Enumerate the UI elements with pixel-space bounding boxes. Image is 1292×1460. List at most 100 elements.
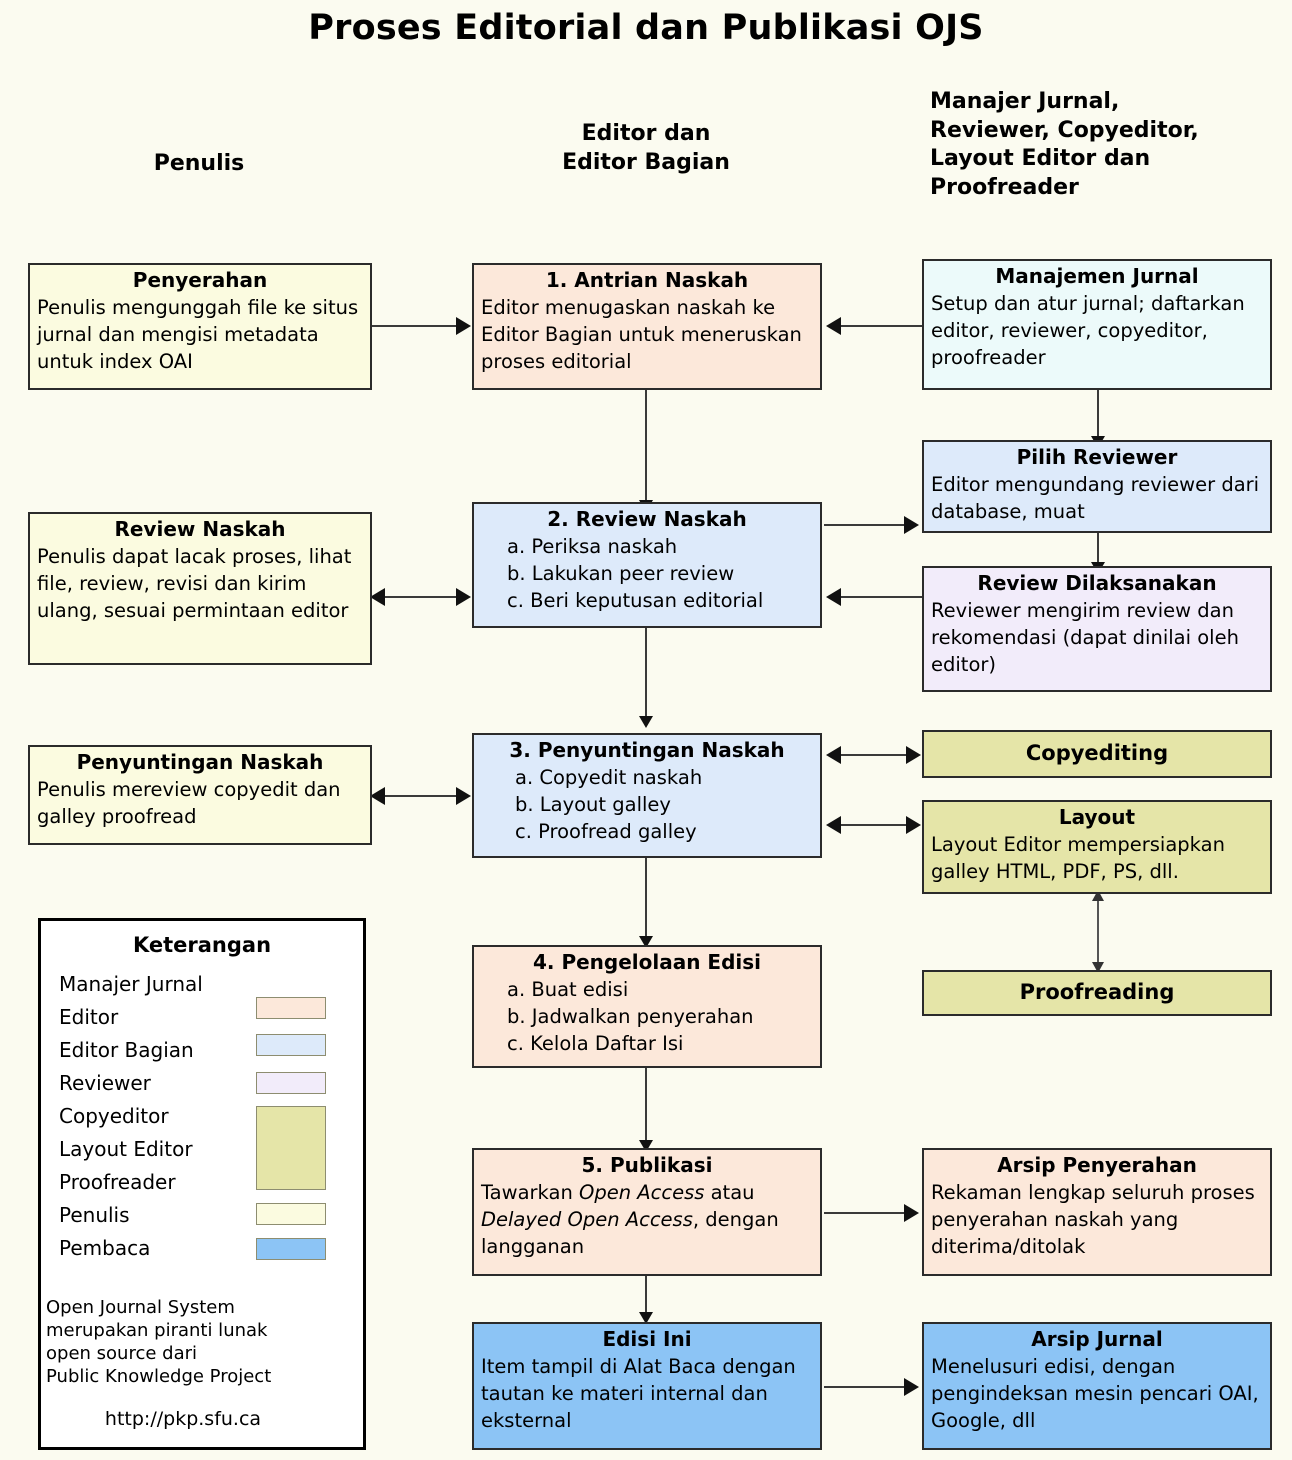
node-review-naskah-editor-item-b: b. Lakukan peer review (507, 561, 735, 585)
legend-label-editor: Editor (59, 1004, 119, 1029)
node-penyuntingan-naskah-editor-item-a: a. Copyedit naskah (515, 765, 703, 789)
node-review-naskah-editor-item-c: c. Beri keputusan editorial (507, 588, 764, 612)
node-antrian-naskah-body: Editor menugaskan naskah ke Editor Bagia… (481, 295, 802, 373)
connector-publication-to-current-issue (645, 1276, 647, 1318)
legend-swatch-pembaca (256, 1238, 326, 1260)
legend-row-manajer-jurnal: Manajer Jurnal (41, 967, 363, 1000)
node-antrian-naskah-title: 1. Antrian Naskah (545, 268, 749, 292)
connector-publication-to-archive-submission (824, 1212, 908, 1214)
legend-swatch-staff (256, 1106, 326, 1190)
node-pengelolaan-edisi-item-a: a. Buat edisi (507, 977, 629, 1001)
node-manajemen-jurnal-body: Setup dan atur jurnal; daftarkan editor,… (931, 291, 1245, 369)
arrowhead-right (456, 317, 471, 335)
node-publikasi-body: Tawarkan Open Access atau Delayed Open A… (481, 1180, 779, 1258)
connector-review-to-editing (645, 628, 647, 718)
arrowhead-right (904, 1378, 919, 1396)
connector-current-issue-to-archive (824, 1386, 908, 1388)
node-review-naskah-penulis[interactable]: Review Naskah Penulis dapat lacak proses… (28, 512, 372, 665)
node-publikasi[interactable]: 5. Publikasi Tawarkan Open Access atau D… (472, 1148, 822, 1276)
legend-title: Keterangan (132, 933, 272, 957)
legend-label-reviewer: Reviewer (59, 1070, 151, 1095)
node-copyediting-title: Copyediting (1025, 741, 1169, 766)
connector-editing-layout (840, 824, 910, 826)
column-header-author-label: Penulis (153, 151, 245, 176)
connector-management-to-select-reviewer (1097, 390, 1099, 440)
column-header-editor-label: Editor dan Editor Bagian (562, 121, 730, 175)
arrowhead-left (826, 317, 841, 335)
arrowhead-right (906, 746, 921, 764)
arrowhead-left (370, 588, 385, 606)
column-header-staff: Manajer Jurnal, Reviewer, Copyeditor, La… (930, 88, 1290, 202)
node-penyerahan[interactable]: Penyerahan Penulis mengunggah file ke si… (28, 263, 372, 390)
legend-label-layout-editor: Layout Editor (59, 1136, 193, 1161)
node-arsip-penyerahan-title: Arsip Penyerahan (997, 1153, 1197, 1177)
node-copyediting[interactable]: Copyediting (922, 730, 1272, 778)
node-edisi-ini[interactable]: Edisi Ini Item tampil di Alat Baca denga… (472, 1322, 822, 1450)
node-penyerahan-body: Penulis mengunggah file ke situs jurnal … (37, 295, 359, 373)
node-review-dilaksanakan-title: Review Dilaksanakan (977, 571, 1217, 595)
node-pengelolaan-edisi-item-c: c. Kelola Daftar Isi (507, 1031, 684, 1055)
node-manajemen-jurnal[interactable]: Manajemen Jurnal Setup dan atur jurnal; … (922, 259, 1272, 390)
node-review-naskah-editor[interactable]: 2. Review Naskah a. Periksa naskah b. La… (472, 502, 822, 628)
legend-row-proofreader: Proofreader (41, 1165, 363, 1198)
legend-rows: Manajer Jurnal Editor Editor Bagian Revi… (41, 967, 363, 1264)
node-layout-body: Layout Editor mempersiapkan galley HTML,… (931, 832, 1225, 883)
connector-editing-author (384, 795, 460, 797)
node-arsip-jurnal[interactable]: Arsip Jurnal Menelusuri edisi, dengan pe… (922, 1322, 1272, 1450)
node-pengelolaan-edisi-title: 4. Pengelolaan Edisi (532, 950, 762, 974)
arrowhead-down (639, 1312, 653, 1324)
arrowhead-left (370, 787, 385, 805)
node-penyuntingan-naskah-editor-title: 3. Penyuntingan Naskah (509, 738, 785, 762)
column-header-editor: Editor dan Editor Bagian (472, 120, 820, 177)
legend-label-penulis: Penulis (59, 1202, 130, 1227)
connector-select-reviewer-to-review-done (1097, 533, 1099, 565)
node-review-dilaksanakan[interactable]: Review Dilaksanakan Reviewer mengirim re… (922, 566, 1272, 692)
node-proofreading[interactable]: Proofreading (922, 970, 1272, 1016)
legend-row-editor-bagian: Editor Bagian (41, 1033, 363, 1066)
node-layout[interactable]: Layout Layout Editor mempersiapkan galle… (922, 800, 1272, 894)
node-pilih-reviewer-body: Editor mengundang reviewer dari database… (931, 472, 1260, 523)
connector-issue-to-publication (645, 1068, 647, 1146)
legend-swatch-editor-bagian (256, 1034, 326, 1056)
legend-swatch-reviewer (256, 1072, 326, 1094)
legend-label-pembaca: Pembaca (59, 1235, 151, 1260)
node-penyuntingan-naskah-editor-item-b: b. Layout galley (515, 792, 671, 816)
connector-layout-proofreading (1097, 894, 1099, 970)
node-penyuntingan-naskah-editor[interactable]: 3. Penyuntingan Naskah a. Copyedit naska… (472, 733, 822, 858)
legend-label-editor-bagian: Editor Bagian (59, 1037, 194, 1062)
node-penyuntingan-naskah-penulis[interactable]: Penyuntingan Naskah Penulis mereview cop… (28, 745, 372, 845)
node-layout-title: Layout (1058, 805, 1136, 829)
column-header-staff-label: Manajer Jurnal, Reviewer, Copyeditor, La… (930, 89, 1199, 200)
node-pengelolaan-edisi[interactable]: 4. Pengelolaan Edisi a. Buat edisi b. Ja… (472, 945, 822, 1068)
node-publikasi-title: 5. Publikasi (581, 1153, 713, 1177)
arrowhead-down (1092, 962, 1104, 973)
column-header-author: Penulis (28, 150, 370, 179)
node-review-naskah-editor-title: 2. Review Naskah (547, 507, 747, 531)
legend-swatch-penulis (256, 1203, 326, 1225)
legend-note: Open Journal System merupakan piranti lu… (46, 1296, 328, 1388)
page-title: Proses Editorial dan Publikasi OJS (308, 8, 984, 48)
arrowhead-right (904, 516, 919, 534)
legend-row-penulis: Penulis (41, 1198, 363, 1231)
node-arsip-jurnal-title: Arsip Jurnal (1031, 1327, 1163, 1351)
legend-row-layout-editor: Layout Editor (41, 1132, 363, 1165)
legend-label-proofreader: Proofreader (59, 1169, 176, 1194)
node-edisi-ini-body: Item tampil di Alat Baca dengan tautan k… (481, 1354, 796, 1432)
node-penyuntingan-naskah-penulis-body: Penulis mereview copyedit dan galley pro… (37, 777, 341, 828)
arrowhead-right (904, 1204, 919, 1222)
node-arsip-penyerahan[interactable]: Arsip Penyerahan Rekaman lengkap seluruh… (922, 1148, 1272, 1276)
node-pengelolaan-edisi-item-b: b. Jadwalkan penyerahan (507, 1004, 754, 1028)
legend-swatch-editor (256, 997, 326, 1019)
node-antrian-naskah[interactable]: 1. Antrian Naskah Editor menugaskan nask… (472, 263, 822, 390)
connector-management-to-queue (840, 325, 922, 327)
arrowhead-left (826, 588, 841, 606)
node-pilih-reviewer[interactable]: Pilih Reviewer Editor mengundang reviewe… (922, 440, 1272, 533)
arrowhead-left (826, 746, 841, 764)
legend-row-reviewer: Reviewer (41, 1066, 363, 1099)
connector-editing-copyediting (840, 754, 910, 756)
node-edisi-ini-title: Edisi Ini (602, 1327, 692, 1351)
legend-row-editor: Editor (41, 1000, 363, 1033)
legend-row-copyeditor: Copyeditor (41, 1099, 363, 1132)
legend-url-text: http://pkp.sfu.ca (104, 1408, 262, 1430)
